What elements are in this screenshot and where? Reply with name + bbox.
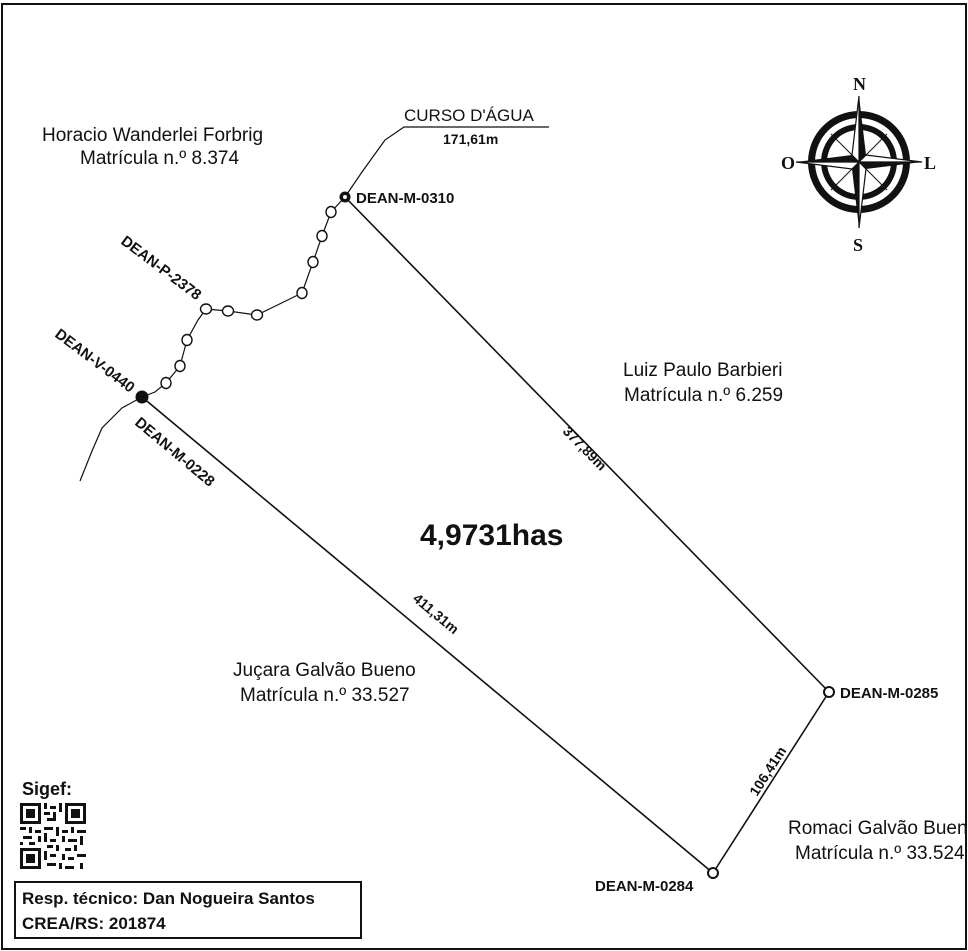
- vertex-point: [160, 376, 172, 390]
- water-course-upstream: [344, 126, 549, 198]
- marker-m0285-point: [823, 686, 835, 698]
- area-label: 4,9731has: [420, 519, 563, 552]
- neighbor-registration-east: Matrícula n.º 6.259: [624, 385, 783, 406]
- compass-rose-icon: [795, 95, 923, 229]
- distance-m0310-m0285: 377,89m: [560, 423, 610, 474]
- marker-m0310-label: DEAN-M-0310: [356, 190, 454, 207]
- marker-m0228-point: [135, 390, 149, 404]
- vertex-point: [221, 305, 235, 317]
- distance-m0228-m0284: 411,31m: [410, 590, 462, 637]
- water-course-downstream: [79, 396, 143, 482]
- sigef-label: Sigef:: [22, 779, 73, 799]
- neighbor-registration-west: Matrícula n.º 33.527: [240, 685, 410, 706]
- distance-m0285-m0284: 106,41m: [746, 743, 789, 798]
- neighbor-name-east: Luiz Paulo Barbieri: [623, 360, 782, 381]
- technical-responsible: Resp. técnico: Dan Nogueira Santos: [22, 889, 315, 908]
- marker-m0285-label: DEAN-M-0285: [840, 685, 938, 702]
- crea-registration: CREA/RS: 201874: [22, 914, 166, 933]
- marker-m0284-point: [707, 867, 719, 879]
- marker-m0228-label: DEAN-M-0228: [131, 414, 217, 490]
- neighbor-registration-south: Matrícula n.º 33.524: [795, 843, 965, 864]
- neighbor-name-west: Juçara Galvão Bueno: [233, 660, 416, 681]
- vertex-point: [181, 333, 193, 347]
- boundary-m0285-m0284: [712, 691, 830, 874]
- vertex-point: [174, 359, 186, 373]
- marker-p2378-label: DEAN-P-2378: [118, 233, 205, 304]
- vertex-point: [199, 303, 213, 315]
- vertex-point: [296, 286, 308, 300]
- neighbor-name-south: Romaci Galvão Bueno: [788, 818, 968, 839]
- water-course-label: CURSO D'ÁGUA: [404, 106, 534, 125]
- neighbor-registration-north: Matrícula n.º 8.374: [80, 148, 239, 169]
- vertex-point: [316, 229, 328, 243]
- compass-north-label: N: [853, 74, 866, 94]
- water-course-boundary: [141, 196, 346, 398]
- sheet-frame: [1, 3, 967, 950]
- marker-m0284-label: DEAN-M-0284: [595, 878, 694, 895]
- water-course-vertices: [160, 205, 337, 390]
- vertex-point: [325, 205, 337, 219]
- qr-code-icon[interactable]: [20, 803, 86, 869]
- neighbor-name-north: Horacio Wanderlei Forbrig: [42, 125, 263, 146]
- boundary-m0310-m0285: [344, 196, 830, 693]
- marker-v0440-label: DEAN-V-0440: [52, 326, 138, 397]
- vertex-point: [250, 309, 264, 321]
- marker-m0310-center: [343, 195, 347, 199]
- compass-south-label: S: [853, 235, 863, 255]
- compass-east-label: L: [924, 153, 936, 173]
- technical-responsible-box: Resp. técnico: Dan Nogueira Santos CREA/…: [14, 881, 362, 939]
- water-course-distance: 171,61m: [443, 131, 498, 147]
- boundary-m0284-m0228: [141, 396, 714, 874]
- vertex-point: [307, 255, 319, 269]
- compass-west-label: O: [781, 153, 795, 173]
